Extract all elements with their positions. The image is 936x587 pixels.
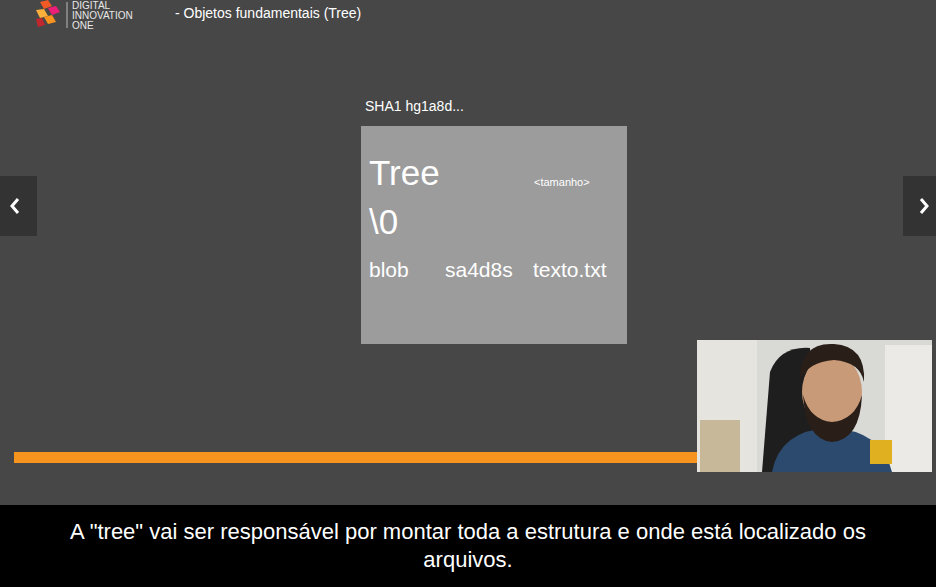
chevron-left [12,199,18,213]
entry-name: texto.txt [533,259,607,280]
object-type: Tree [369,155,440,190]
nav-left [0,176,37,236]
logo-text: ONE [72,21,94,31]
entry-hash: sa4d8s [445,259,513,280]
logo-divider [67,2,68,28]
logo-icon [36,0,60,27]
nav-right [903,176,936,236]
tree-object-box: SHA1 hg1a8d...Tree<tamanho>\0blobsa4d8st… [361,126,627,344]
logo-text: DIGITAL [72,1,110,11]
object-size: <tamanho> [534,177,590,188]
logo-text: INNOVATION [72,11,133,21]
progress-bar [14,452,697,463]
subtitle-caption: A "tree" vai ser responsável por montar … [28,518,908,574]
entry-type: blob [369,259,409,280]
chevron-right [921,199,927,213]
slide-title: - Objetos fundamentais (Tree) [175,6,361,20]
webcam-video [697,340,932,472]
object-hash: SHA1 hg1a8d... [365,99,464,113]
caption-band [0,505,936,587]
null-separator: \0 [369,204,398,239]
